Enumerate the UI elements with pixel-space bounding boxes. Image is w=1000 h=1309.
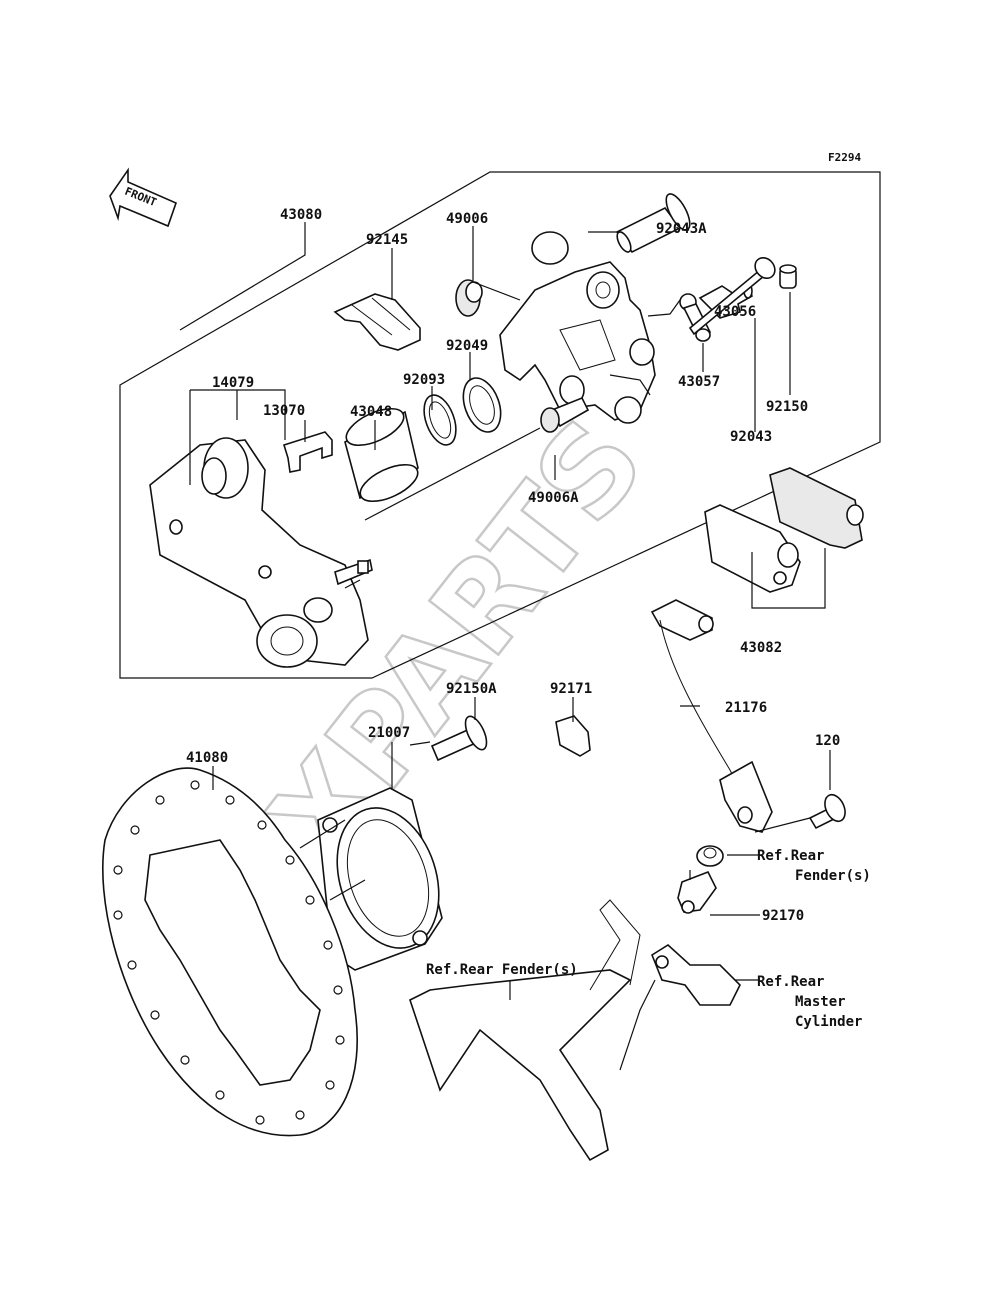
rear-fender-fragment	[409, 899, 641, 1162]
label-14079: 14079	[212, 375, 254, 391]
leader-lines	[179, 222, 831, 1071]
label-43057: 43057	[678, 374, 720, 390]
ref-rear-fender-line2: Fender(s)	[795, 868, 871, 884]
reference-labels: Ref.Rear Fender(s) Ref.Rear Fender(s) Re…	[426, 848, 871, 1030]
seal-92049	[462, 377, 502, 433]
label-92043: 92043	[730, 429, 772, 445]
ref-master-cylinder-line3: Cylinder	[795, 1014, 862, 1030]
label-92170: 92170	[762, 908, 804, 924]
label-92049: 92049	[446, 338, 488, 354]
ref-master-cylinder-line2: Master	[795, 994, 846, 1010]
brake-pads-43082	[704, 467, 864, 593]
caliper-body	[499, 231, 656, 424]
label-92093: 92093	[403, 372, 445, 388]
front-arrow-icon: FRONT	[109, 167, 177, 228]
part-labels: 43080 92145 49006 92043A 43056 43057 920…	[186, 207, 840, 924]
label-43082: 43082	[740, 640, 782, 656]
abs-rotor-21007	[317, 787, 443, 971]
abs-sensor-21176	[650, 599, 773, 833]
label-21007: 21007	[368, 725, 410, 741]
label-41080: 41080	[186, 750, 228, 766]
label-43056: 43056	[714, 304, 756, 320]
bracket-92170	[677, 870, 717, 914]
ref-rear-fender-2: Ref.Rear Fender(s)	[426, 962, 578, 978]
figure-code: F2294	[828, 151, 861, 164]
label-92043A: 92043A	[656, 221, 707, 237]
label-21176: 21176	[725, 700, 767, 716]
bolt-92043	[688, 256, 776, 336]
washer-43057	[679, 293, 712, 342]
pin-bolt-92043A	[615, 193, 691, 254]
label-43048: 43048	[350, 404, 392, 420]
cap-92150	[779, 264, 797, 289]
caliper-bracket	[149, 437, 373, 668]
boot-49006A	[540, 396, 590, 433]
label-92171: 92171	[550, 681, 592, 697]
pad-spring-13070	[283, 431, 333, 473]
label-92150: 92150	[766, 399, 808, 415]
fender-bolt	[696, 845, 724, 867]
label-92145: 92145	[366, 232, 408, 248]
label-49006A: 49006A	[528, 490, 579, 506]
ref-rear-fender-line1: Ref.Rear	[757, 848, 824, 864]
master-cylinder-bracket	[651, 944, 741, 1006]
bolt-92150A	[430, 715, 488, 762]
clamp-92171	[555, 715, 591, 757]
label-43080: 43080	[280, 207, 322, 223]
label-92150A: 92150A	[446, 681, 497, 697]
label-49006: 49006	[446, 211, 488, 227]
caliper-assembly-outline	[119, 171, 881, 679]
boot-49006	[455, 279, 483, 317]
bolt-120	[808, 793, 846, 830]
label-120: 120	[815, 733, 840, 749]
label-13070: 13070	[263, 403, 305, 419]
ref-master-cylinder-line1: Ref.Rear	[757, 974, 824, 990]
pad-spring-92145	[333, 293, 421, 351]
disc-holes	[113, 780, 345, 1125]
brake-disc-41080	[102, 767, 359, 1137]
seal-92093	[423, 394, 457, 446]
